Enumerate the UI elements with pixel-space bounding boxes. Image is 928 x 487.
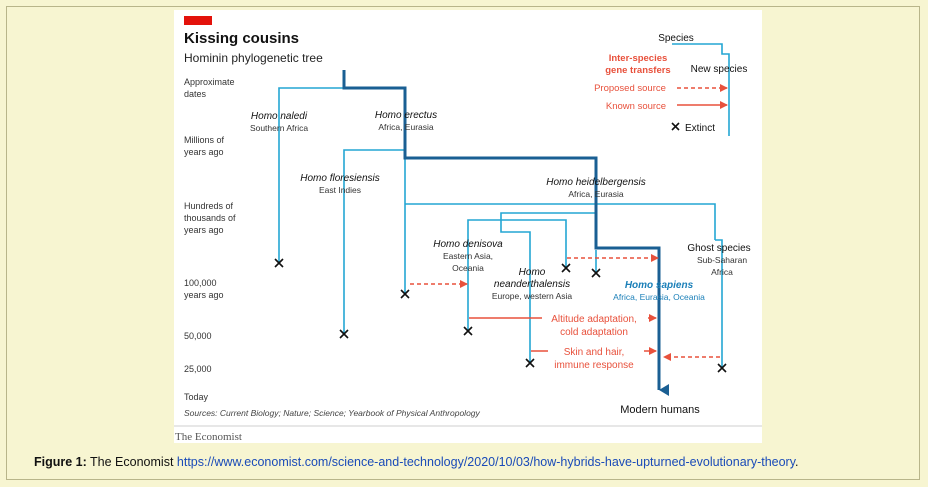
extinct-floresiensis — [339, 329, 349, 339]
extinct-archaic-early — [561, 263, 571, 273]
label-denisova-name: Homo denisova — [433, 239, 503, 250]
figure-caption: Figure 1: The Economist https://www.econ… — [34, 455, 799, 469]
extinct-denisova — [463, 326, 473, 336]
extinct-sapiens-side — [591, 268, 601, 278]
legend: Species Inter-species gene transfers New… — [594, 33, 747, 136]
lineage-branches — [278, 87, 723, 368]
caption-source-link[interactable]: https://www.economist.com/science-and-te… — [176, 455, 796, 469]
legend-transfers-line2: gene transfers — [605, 65, 670, 76]
caption-label: Figure 1: — [34, 455, 87, 469]
extinct-naledi — [274, 258, 284, 268]
label-neanderthal-name-line1: Homo — [519, 267, 546, 278]
axis-hundreds-line3: years ago — [184, 225, 224, 235]
label-heidelbergensis-region: Africa, Eurasia — [568, 189, 624, 199]
axis-tick-100000-line2: years ago — [184, 290, 224, 300]
axis-tick-100000-line1: 100,000 — [184, 278, 217, 288]
branch-neanderthal — [500, 220, 531, 363]
legend-extinct: Extinct — [685, 123, 715, 134]
legend-new-species: New species — [691, 64, 748, 75]
label-sapiens-region: Africa, Eurasia, Oceania — [613, 292, 705, 302]
axis-tick-50000: 50,000 — [184, 331, 212, 341]
legend-known-source: Known source — [606, 101, 666, 112]
branch-floresiensis — [343, 149, 404, 333]
axis-title-line2: dates — [184, 89, 207, 99]
label-erectus-region: Africa, Eurasia — [378, 122, 434, 132]
legend-species: Species — [658, 33, 694, 44]
axis-millions-line2: years ago — [184, 147, 224, 157]
axis-tick-today: Today — [184, 392, 209, 402]
label-neanderthal-name-line2: neanderthalensis — [494, 279, 570, 290]
label-ghost-region-line1: Sub-Saharan — [697, 255, 747, 265]
branch-ghost-upper — [405, 203, 716, 240]
time-axis-labels: Approximate dates Millions of years ago … — [184, 77, 236, 402]
caption-end: . — [795, 455, 799, 469]
label-altitude-line1: Altitude adaptation, — [551, 314, 637, 325]
caption-text: The Economist — [86, 455, 177, 469]
phylogenetic-tree-diagram: Kissing cousins Hominin phylogenetic tre… — [174, 16, 762, 443]
label-modern-humans: Modern humans — [620, 404, 700, 416]
branch-naledi — [278, 87, 344, 262]
legend-extinct-mark — [671, 122, 680, 131]
infographic-panel: Kissing cousins Hominin phylogenetic tre… — [174, 10, 762, 443]
axis-hundreds-line1: Hundreds of — [184, 201, 234, 211]
sources-note: Sources: Current Biology; Nature; Scienc… — [184, 408, 481, 418]
label-neanderthal-region: Europe, western Asia — [492, 291, 573, 301]
label-heidelbergensis-name: Homo heidelbergensis — [546, 177, 646, 188]
label-skin-line2: immune response — [554, 360, 634, 371]
branch-archaic-split — [500, 206, 597, 220]
label-sapiens-name: Homo sapiens — [625, 280, 694, 291]
branch-denisova — [467, 219, 501, 330]
legend-proposed-source: Proposed source — [594, 83, 666, 94]
label-skin-line1: Skin and hair, — [564, 347, 625, 358]
axis-tick-25000: 25,000 — [184, 364, 212, 374]
label-altitude-line2: cold adaptation — [560, 327, 628, 338]
lineage-to-modern-humans — [342, 70, 669, 396]
main-lineage — [342, 70, 669, 396]
extinct-neanderthal — [525, 358, 535, 368]
economist-red-flag — [184, 16, 212, 25]
axis-title-line1: Approximate — [184, 77, 235, 87]
extinct-ghost — [717, 363, 727, 373]
publisher-wordmark: The Economist — [175, 431, 242, 443]
legend-species-line — [672, 43, 730, 136]
transfer-labels: Altitude adaptation, cold adaptation Ski… — [542, 310, 648, 372]
label-erectus-name: Homo erectus — [375, 110, 437, 121]
label-ghost-region-line2: Africa — [711, 267, 733, 277]
legend-transfers-line1: Inter-species — [609, 53, 668, 64]
label-floresiensis-region: East Indies — [319, 185, 361, 195]
label-denisova-region-line2: Oceania — [452, 263, 484, 273]
extinction-marks — [274, 258, 727, 373]
page-subtitle: Hominin phylogenetic tree — [184, 51, 323, 65]
species-labels: Homo naledi Southern Africa Homo erectus… — [250, 110, 751, 302]
branch-denisova-survivor — [501, 219, 567, 268]
page-title: Kissing cousins — [184, 30, 299, 47]
axis-millions-line1: Millions of — [184, 135, 225, 145]
branch-ghost — [715, 239, 723, 368]
label-floresiensis-name: Homo floresiensis — [300, 173, 379, 184]
extinct-erectus — [400, 289, 410, 299]
label-naledi-name: Homo naledi — [251, 111, 308, 122]
axis-hundreds-line2: thousands of — [184, 213, 236, 223]
label-naledi-region: Southern Africa — [250, 123, 308, 133]
label-ghost-name: Ghost species — [687, 243, 750, 254]
label-denisova-region-line1: Eastern Asia, — [443, 251, 493, 261]
